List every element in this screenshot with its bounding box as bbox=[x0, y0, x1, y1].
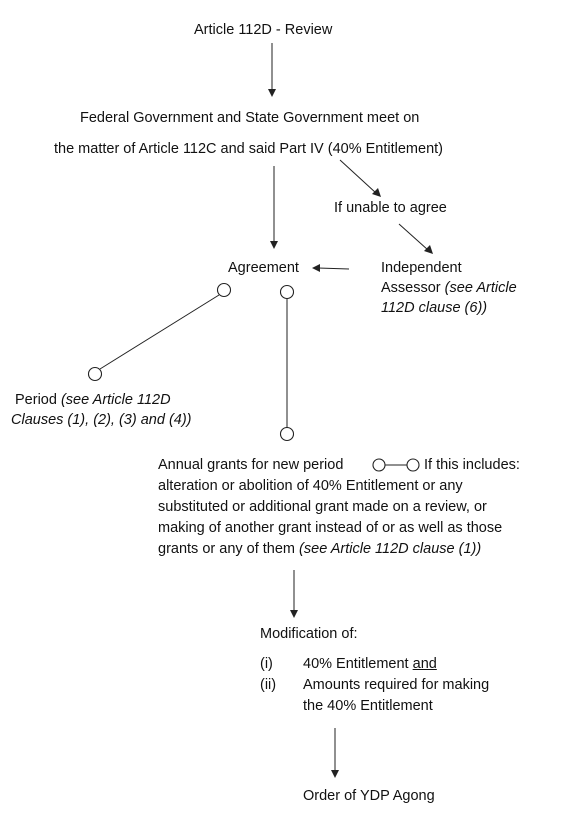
arrowhead-assessor-to-agreement bbox=[312, 264, 320, 272]
period-line-1: Period (see Article 112D bbox=[15, 391, 171, 409]
meet-text-line-1: Federal Government and State Government … bbox=[80, 110, 420, 126]
connector-node bbox=[372, 458, 386, 472]
connector-node bbox=[279, 284, 295, 300]
arrowhead-meet-to-unable bbox=[372, 188, 381, 197]
connector-node bbox=[216, 282, 232, 298]
period-text: Period bbox=[15, 392, 61, 408]
arrowhead-modification-to-order bbox=[331, 770, 339, 778]
connector-node bbox=[406, 458, 420, 472]
order-label: Order of YDP Agong bbox=[303, 788, 435, 804]
arrow-meet-to-unable bbox=[339, 159, 377, 194]
period-reference: (see Article 112D bbox=[60, 392, 171, 408]
connector-node bbox=[87, 366, 103, 382]
assessor-line-3: 112D clause (6)) bbox=[381, 300, 488, 316]
modification-item-1: 40% Entitlement and bbox=[303, 655, 437, 673]
arrow-assessor-to-agreement bbox=[317, 267, 350, 270]
arrowhead-meet-to-agreement bbox=[270, 241, 278, 249]
annual-text: grants or any of them bbox=[158, 541, 300, 557]
arrow-unable-to-assessor bbox=[398, 223, 429, 251]
modification-item-1-number: (i) bbox=[260, 656, 273, 672]
annual-line-4: making of another grant instead of or as… bbox=[158, 520, 503, 536]
modification-item-1-text: 40% Entitlement bbox=[303, 656, 413, 672]
assessor-line-1: Independent bbox=[381, 260, 462, 276]
arrowhead-title-to-meet bbox=[268, 89, 276, 97]
annual-line-1b: If this includes: bbox=[424, 457, 520, 473]
annual-line-1a: Annual grants for new period bbox=[158, 457, 344, 473]
arrowhead-unable-to-assessor bbox=[424, 245, 433, 254]
modification-heading: Modification of: bbox=[260, 626, 358, 642]
modification-item-2-number: (ii) bbox=[260, 677, 277, 693]
period-line-2: Clauses (1), (2), (3) and (4)) bbox=[11, 412, 192, 428]
assessor-reference: (see Article bbox=[444, 280, 517, 296]
annual-line-3: substituted or additional grant made on … bbox=[158, 499, 487, 515]
annual-reference: (see Article 112D clause (1)) bbox=[299, 541, 482, 557]
annual-line-2: alteration or abolition of 40% Entitleme… bbox=[158, 478, 463, 494]
modification-item-2-line-1: Amounts required for making bbox=[303, 677, 490, 693]
connector-agreement-to-period bbox=[99, 294, 220, 370]
unable-to-agree-label: If unable to agree bbox=[334, 200, 447, 216]
assessor-line-2: Assessor (see Article bbox=[381, 279, 517, 297]
modification-item-2-line-2: the 40% Entitlement bbox=[303, 698, 433, 714]
meet-text-line-2: the matter of Article 112C and said Part… bbox=[54, 141, 444, 157]
modification-item-1-and: and bbox=[412, 656, 437, 672]
connector-node bbox=[279, 426, 295, 442]
arrowhead-annual-to-modification bbox=[290, 610, 298, 618]
assessor-text: Assessor bbox=[381, 280, 445, 296]
agreement-label: Agreement bbox=[228, 260, 299, 276]
annual-line-5: grants or any of them (see Article 112D … bbox=[158, 540, 481, 558]
diagram-title: Article 112D - Review bbox=[194, 22, 333, 38]
